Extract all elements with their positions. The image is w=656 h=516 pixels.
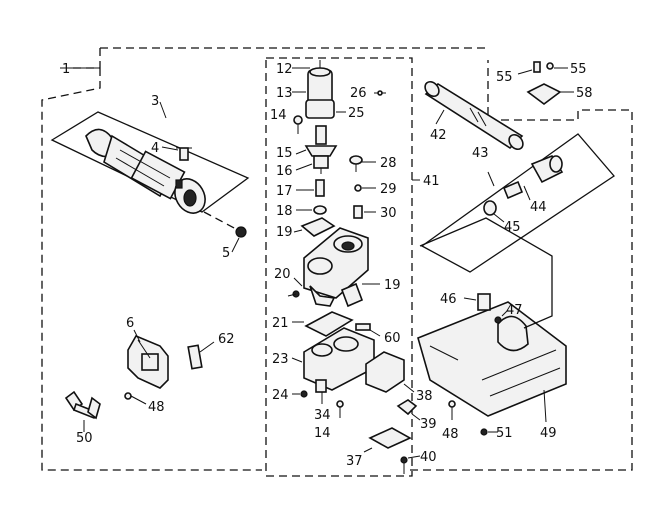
screw-part-55-left: [533, 61, 541, 73]
label-17: 17: [276, 184, 293, 199]
label-44: 44: [530, 200, 547, 215]
label-42: 42: [430, 128, 447, 143]
label-14-bottom: 14: [314, 426, 331, 441]
gasket-part-21: [304, 311, 354, 337]
screw-part-47: [494, 316, 502, 324]
label-21: 21: [272, 316, 289, 331]
label-45: 45: [504, 220, 521, 235]
label-34: 34: [314, 408, 331, 423]
label-37: 37: [346, 454, 363, 469]
label-12: 12: [276, 62, 293, 77]
label-23: 23: [272, 352, 289, 367]
label-60: 60: [384, 331, 401, 346]
label-48-left: 48: [148, 400, 165, 415]
block-part-39: [396, 399, 418, 416]
label-18: 18: [276, 204, 293, 219]
label-51: 51: [496, 426, 513, 441]
label-30: 30: [380, 206, 397, 221]
label-43: 43: [472, 146, 489, 161]
screw-part-28: [349, 155, 363, 172]
screw-part-14-top: [293, 115, 303, 134]
lower-body-part-23: [303, 327, 375, 391]
pilot-screw: [176, 147, 192, 161]
label-1: 1: [62, 62, 70, 77]
valve-assembly-boundary: [265, 57, 413, 477]
label-14-top: 14: [270, 108, 287, 123]
label-38: 38: [416, 389, 433, 404]
label-6: 6: [126, 316, 134, 331]
label-13: 13: [276, 86, 293, 101]
label-62: 62: [218, 332, 235, 347]
mounting-bracket-part-49: [417, 301, 567, 417]
label-29: 29: [380, 182, 397, 197]
label-3: 3: [151, 94, 159, 109]
plate-part-62: [187, 344, 203, 370]
label-19-top: 19: [276, 225, 293, 240]
screw-part-24: [300, 390, 308, 398]
screw-part-51: [480, 428, 488, 436]
screw-part-20: [287, 290, 300, 298]
screw-part-48-right: [448, 400, 456, 420]
label-25: 25: [348, 106, 365, 121]
label-4: 4: [151, 141, 159, 156]
wing-bolt-part-50: [64, 390, 101, 432]
label-16: 16: [276, 164, 293, 179]
washer-part-18: [313, 205, 327, 215]
fitting-part-44: [502, 155, 564, 200]
stem-part-15-16: [304, 125, 338, 174]
label-47: 47: [506, 303, 523, 318]
screw-part-55-right: [546, 62, 554, 70]
nut-part-45: [483, 200, 497, 216]
bracket-part-6: [127, 329, 169, 389]
label-39: 39: [420, 417, 437, 432]
label-28: 28: [380, 156, 397, 171]
clip-part-34: [315, 379, 327, 393]
label-55-left: 55: [496, 70, 513, 85]
gasket-part-19-top: [300, 217, 336, 237]
thermocouple-group-outline: [420, 133, 615, 273]
screw-part-40: [400, 456, 408, 474]
screw-part-29: [354, 184, 362, 192]
label-48-right: 48: [442, 427, 459, 442]
plate-part-37: [368, 427, 412, 449]
label-5: 5: [222, 246, 230, 261]
label-49: 49: [540, 426, 557, 441]
block-part-38: [365, 351, 405, 393]
label-58: 58: [576, 86, 593, 101]
label-15: 15: [276, 146, 293, 161]
ball-part-5: [235, 226, 247, 238]
bracket-part-58: [526, 83, 562, 105]
label-19-side: 19: [384, 278, 401, 293]
screw-part-48-left: [124, 392, 147, 405]
valve-body: [303, 227, 369, 307]
pilot-assembly: [85, 128, 206, 214]
label-20: 20: [274, 267, 291, 282]
tube-part-42: [424, 80, 524, 151]
valve-top-part-13: [305, 60, 335, 119]
screw-part-60: [355, 323, 371, 331]
label-24: 24: [272, 388, 289, 403]
label-40: 40: [420, 450, 437, 465]
clip-part-46: [477, 293, 491, 311]
gasket-part-19-side: [340, 282, 364, 308]
label-55-right: 55: [570, 62, 587, 77]
label-46: 46: [440, 292, 457, 307]
screw-part-14-bottom: [336, 400, 344, 418]
label-50: 50: [76, 431, 93, 446]
label-41: 41: [423, 174, 440, 189]
label-26: 26: [350, 86, 367, 101]
screw-part-30: [353, 205, 363, 219]
part-17: [315, 179, 325, 197]
